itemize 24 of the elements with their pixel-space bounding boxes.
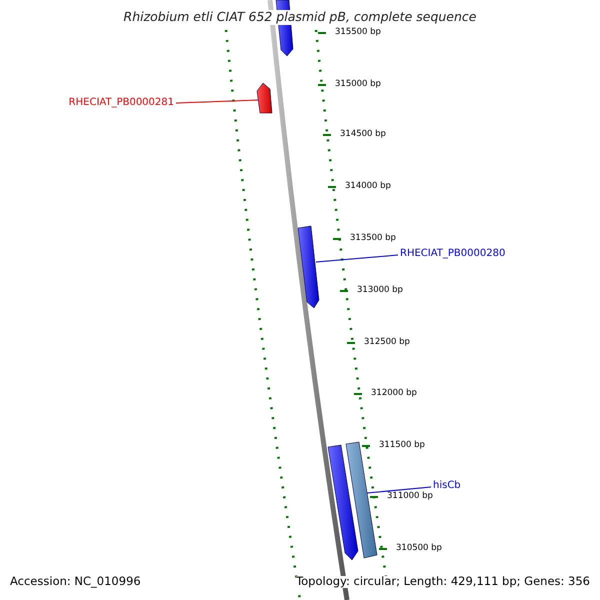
tick-label: 314500 bp (340, 130, 386, 138)
leader-line (316, 254, 398, 262)
gene-arrow (346, 442, 378, 558)
gene-arrow (298, 226, 320, 308)
tick-label: 310500 bp (396, 544, 442, 552)
leader-line (366, 486, 432, 494)
tick-label: 313000 bp (357, 286, 403, 294)
gene-label: hisCb (433, 481, 461, 491)
tick-label: 312000 bp (371, 389, 417, 398)
summary-text: Topology: circular; Length: 429,111 bp; Genes: 356 (296, 576, 590, 588)
gene-label: RHECIAT_PB0000280 (400, 249, 506, 259)
leader-line (176, 100, 258, 104)
tick-label: 315500 bp (335, 28, 381, 36)
tick-label: 312500 bp (364, 338, 410, 346)
title: Rhizobium etli CIAT 652 plasmid pB, complete sequence (122, 10, 478, 24)
tick-label: 313500 bp (350, 234, 396, 242)
gene-label: RHECIAT_PB0000281 (68, 98, 174, 108)
gene-arrow (328, 444, 358, 560)
accession-text: Accession: NC_010996 (10, 576, 141, 588)
gene-arrow (256, 82, 272, 114)
tick-label: 315000 bp (335, 80, 381, 88)
tick-label: 311000 bp (387, 492, 433, 500)
tick-label: 314000 bp (345, 182, 391, 190)
tick-label: 311500 bp (379, 441, 425, 450)
